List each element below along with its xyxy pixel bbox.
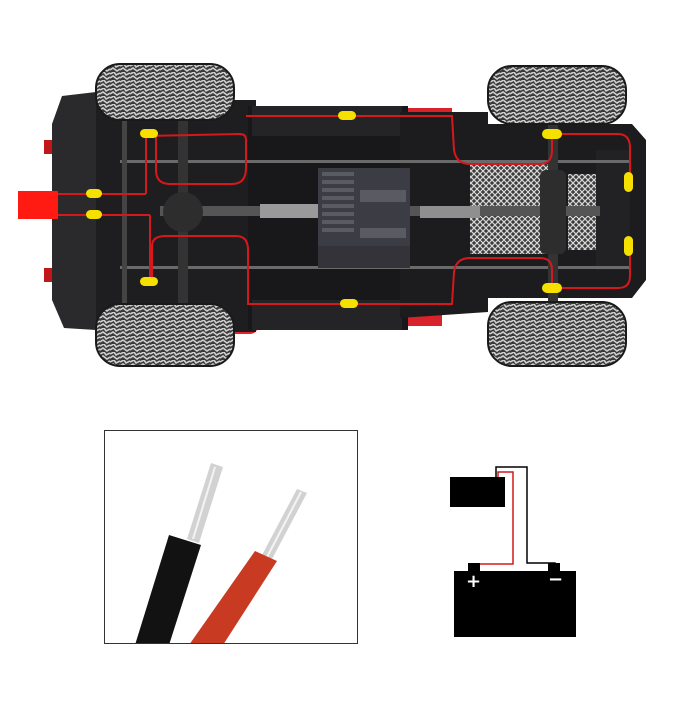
rc-car-underside-photo: [18, 63, 646, 367]
led: [542, 129, 562, 139]
front-bumper: [52, 92, 104, 330]
battery-negative-terminal: [548, 563, 560, 573]
battery: [454, 571, 576, 637]
led: [86, 210, 102, 219]
front-left-tire: [95, 63, 235, 121]
led: [542, 283, 562, 293]
front-right-tire: [95, 303, 235, 367]
cable-closeup-panel: [104, 430, 358, 644]
rear-right-tire: [487, 301, 627, 367]
motor-gearbox: [318, 168, 410, 268]
battery-positive-terminal: [468, 563, 480, 573]
black-wire: [135, 463, 223, 643]
led: [338, 111, 356, 120]
red-wire: [190, 489, 307, 643]
positive-label: +: [466, 571, 482, 592]
led: [624, 236, 633, 256]
power-connector: [18, 191, 58, 219]
rear-left-tire: [487, 65, 627, 125]
led-lights: [86, 111, 633, 308]
led: [86, 189, 102, 198]
battery-wiring-diagram: + −: [440, 455, 590, 645]
led: [624, 172, 633, 192]
led: [340, 299, 358, 308]
led: [140, 277, 158, 286]
negative-label: −: [548, 569, 564, 590]
led: [140, 129, 158, 138]
led-module: [450, 477, 505, 507]
